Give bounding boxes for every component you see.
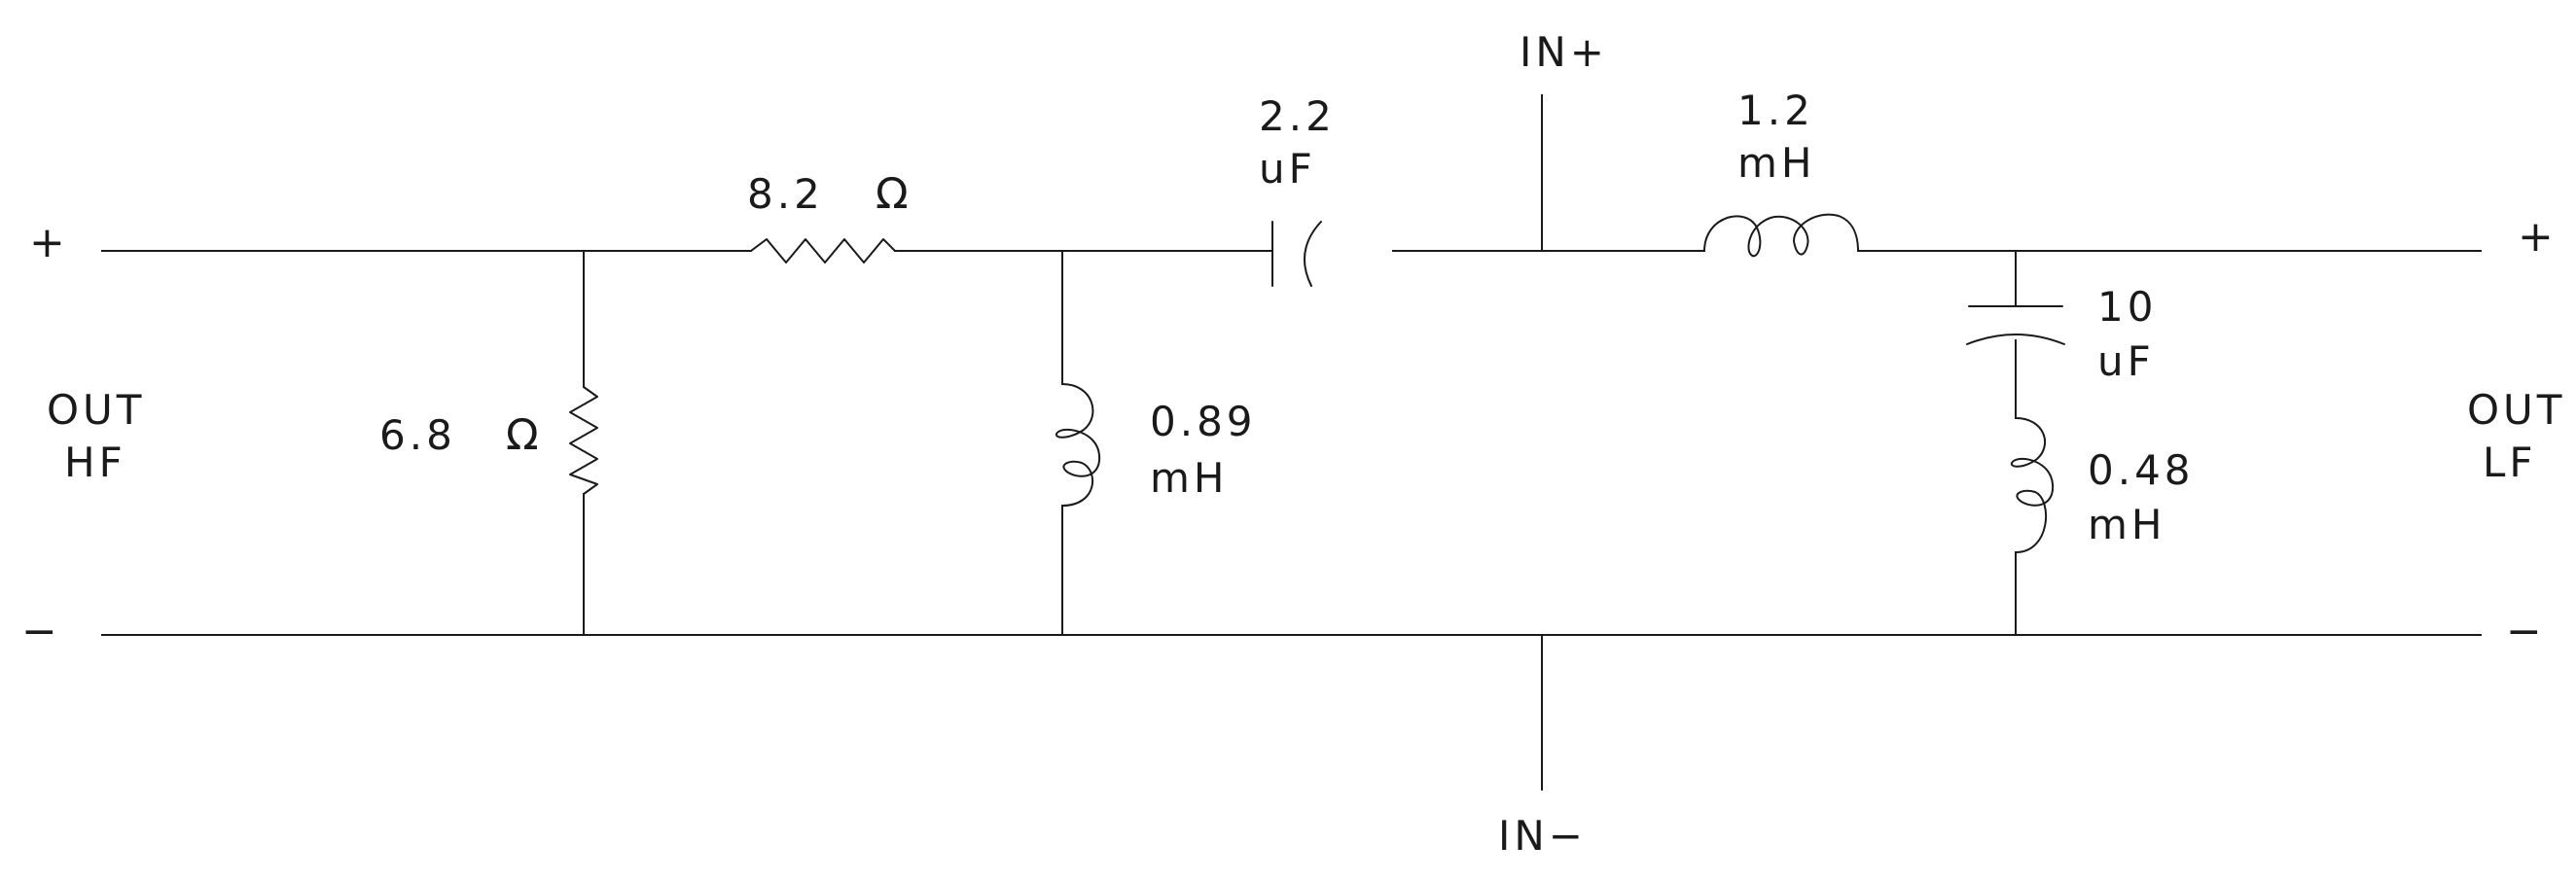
l-hf-unit: mH <box>1150 454 1229 502</box>
inductor-hf-shunt <box>1055 383 1101 507</box>
resistor-series <box>750 238 896 264</box>
lf-plus-label: + <box>2518 212 2554 262</box>
resistor-shunt <box>569 386 598 495</box>
lf-minus-label: − <box>2506 607 2542 656</box>
r-shunt-unit: Ω <box>506 410 539 460</box>
in-minus-label: IN− <box>1498 812 1587 860</box>
r-series-value: 8.2 <box>747 170 824 218</box>
out-hf-line1: OUT <box>47 386 145 434</box>
l-lf-unit: mH <box>2088 501 2166 548</box>
c-series-unit: uF <box>1259 145 1316 193</box>
capacitor-series <box>1271 221 1322 287</box>
out-lf-line1: OUT <box>2467 386 2565 434</box>
in-plus-label: IN+ <box>1520 28 1608 76</box>
l-series-value: 1.2 <box>1737 87 1814 134</box>
c-series-value: 2.2 <box>1259 92 1336 140</box>
r-shunt-value: 6.8 <box>379 411 456 459</box>
c-lf-value: 10 <box>2097 283 2157 331</box>
c-lf-unit: uF <box>2097 337 2155 385</box>
l-hf-value: 0.89 <box>1150 398 1257 445</box>
out-lf-line2: LF <box>2483 439 2537 486</box>
r-series-unit: Ω <box>876 169 909 219</box>
out-hf-line2: HF <box>64 439 126 486</box>
inductor-series <box>1703 213 1859 258</box>
hf-minus-label: − <box>21 607 57 656</box>
l-series-unit: mH <box>1737 139 1816 187</box>
capacitor-lf-shunt <box>1966 305 2065 345</box>
inductor-lf-shunt <box>2011 417 2055 553</box>
l-lf-value: 0.48 <box>2088 446 2195 494</box>
hf-plus-label: + <box>29 218 65 267</box>
wires <box>101 94 2482 791</box>
